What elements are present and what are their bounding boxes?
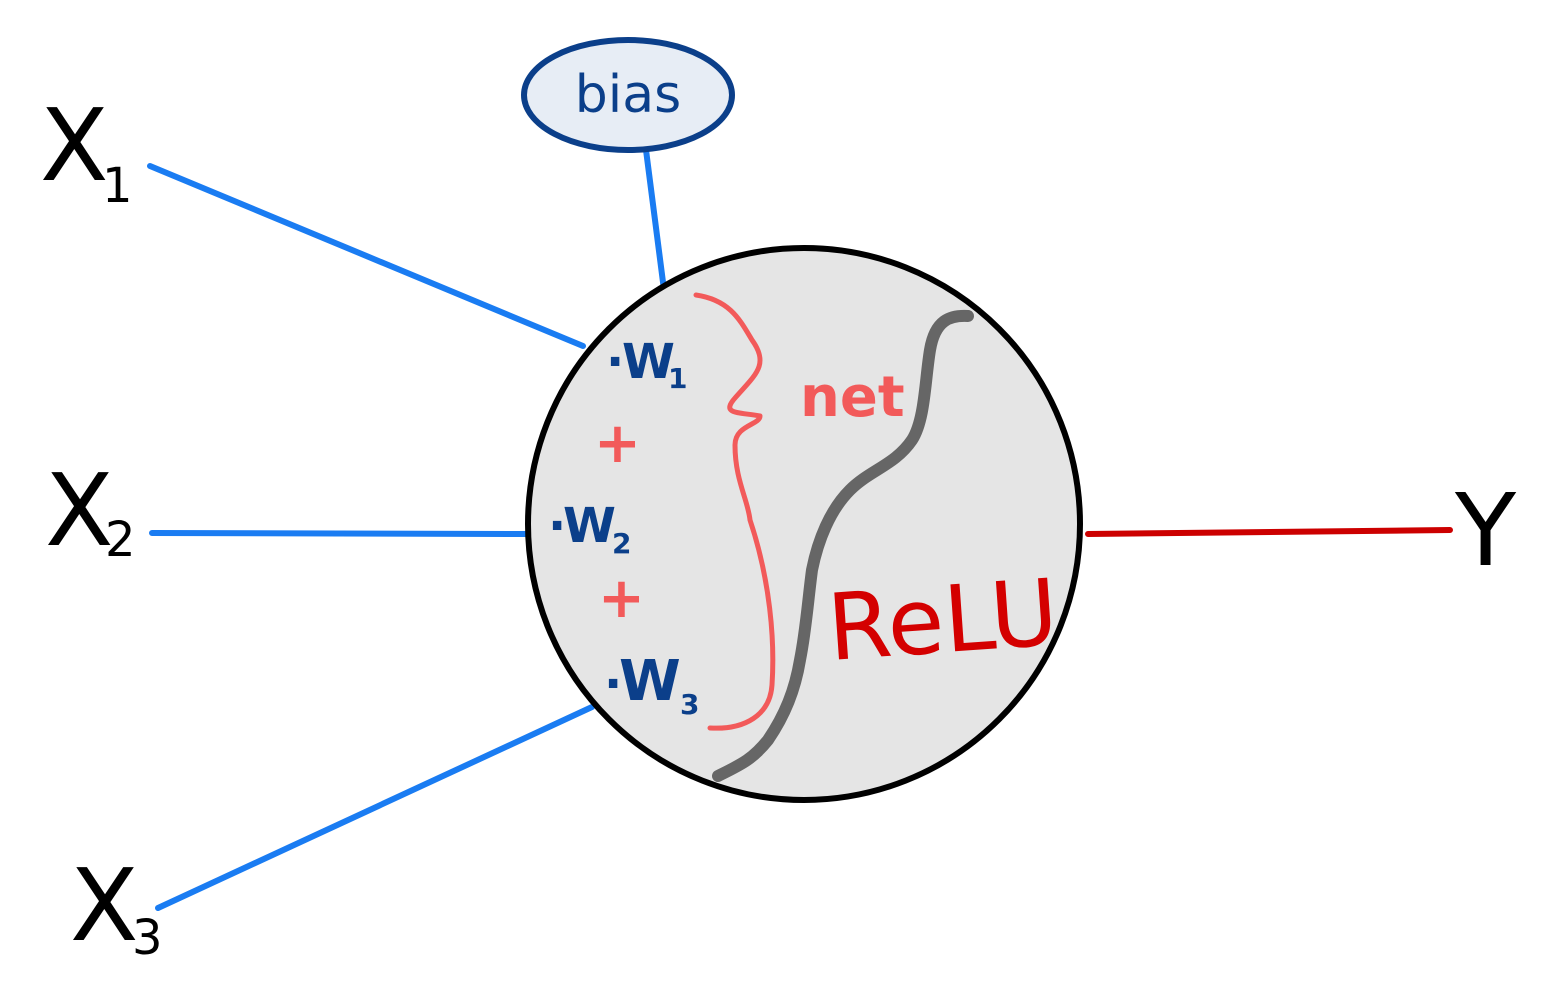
plus-1: + xyxy=(594,411,641,476)
input-label-x3: X 3 xyxy=(70,847,163,966)
input-line-x2 xyxy=(149,530,529,537)
svg-text:W: W xyxy=(622,334,675,390)
svg-text:1: 1 xyxy=(668,362,687,395)
bias-line xyxy=(643,147,667,293)
svg-text:2: 2 xyxy=(612,527,631,560)
output-label: Y xyxy=(1454,472,1517,589)
plus-2: + xyxy=(598,566,645,631)
output-line xyxy=(1085,527,1453,537)
weight-w3: · W 3 xyxy=(604,649,699,721)
svg-text:3: 3 xyxy=(680,688,699,721)
svg-text:1: 1 xyxy=(102,158,133,214)
svg-text:W: W xyxy=(619,649,681,714)
weight-w1: · W 1 xyxy=(606,334,687,395)
svg-text:2: 2 xyxy=(105,512,136,568)
svg-text:·: · xyxy=(604,656,622,712)
svg-text:X: X xyxy=(40,87,109,204)
svg-text:X: X xyxy=(70,847,139,964)
bias-label: bias xyxy=(575,65,681,125)
svg-text:X: X xyxy=(45,452,114,569)
input-label-x1: X 1 xyxy=(40,87,133,214)
svg-text:·: · xyxy=(548,498,566,554)
neuron-body xyxy=(525,245,1083,803)
svg-text:3: 3 xyxy=(132,910,163,966)
weight-w2: · W 2 xyxy=(548,498,631,560)
input-label-x2: X 2 xyxy=(45,452,136,569)
sum-brace xyxy=(693,292,776,731)
input-line-x3 xyxy=(155,704,595,911)
activation-label: ReLU xyxy=(824,559,1061,682)
svg-text:·: · xyxy=(606,334,624,390)
svg-text:W: W xyxy=(563,498,616,554)
net-label: net xyxy=(800,365,905,430)
bias-node xyxy=(521,37,735,153)
activation-curve xyxy=(712,309,974,782)
input-line-x1 xyxy=(147,163,586,349)
